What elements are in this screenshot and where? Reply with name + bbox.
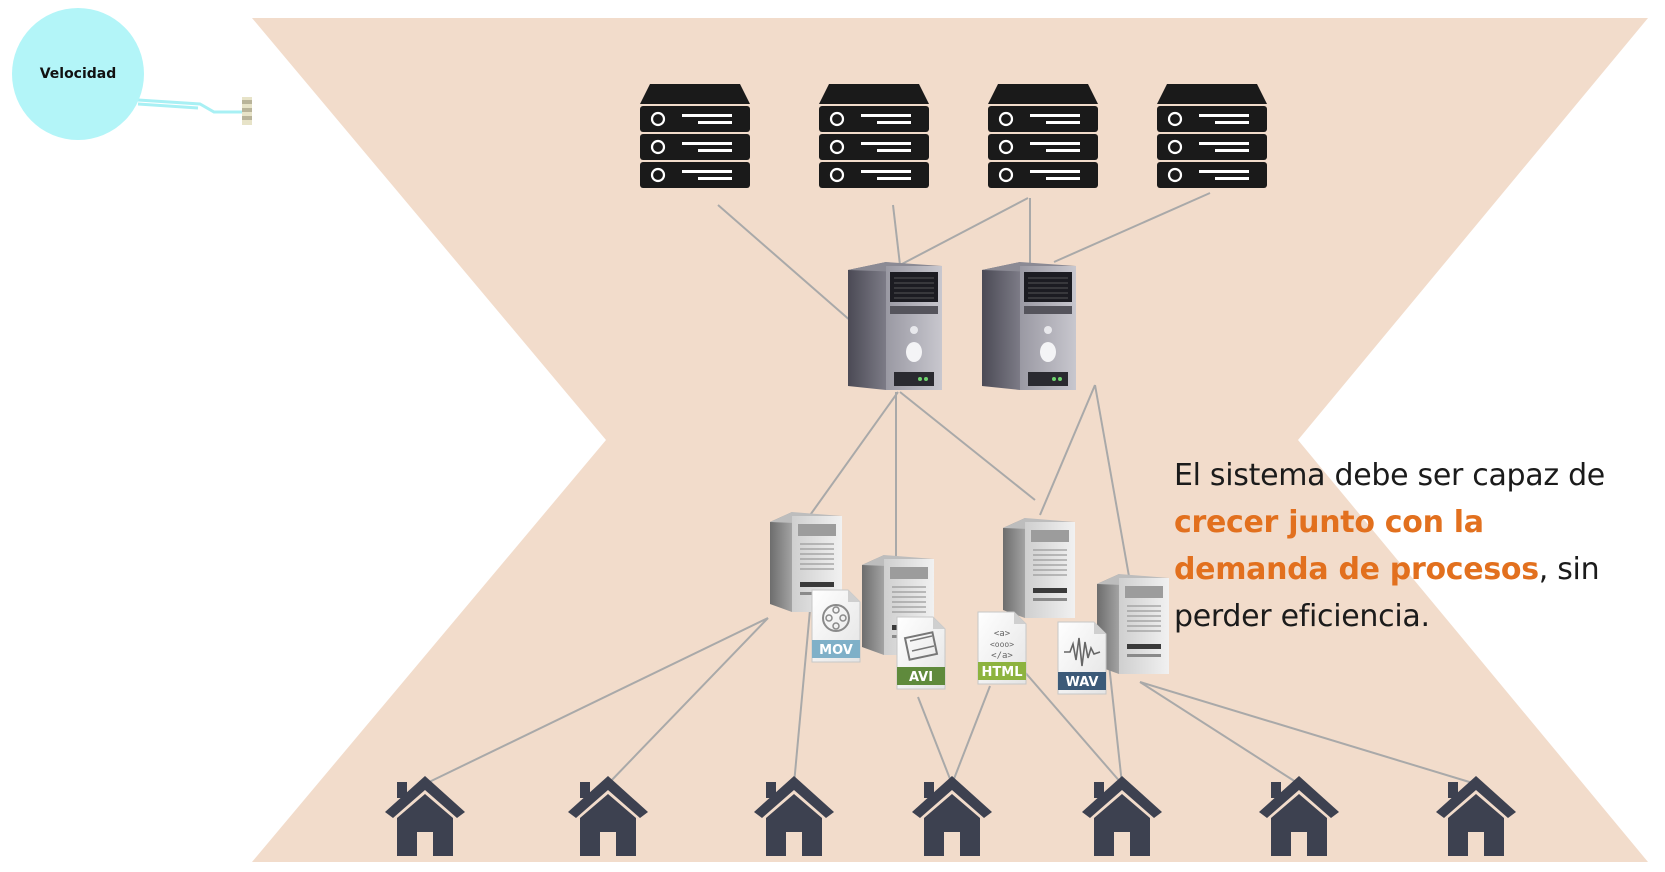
film-reel-icon: [822, 604, 850, 632]
bubble-label: Velocidad: [39, 66, 117, 82]
house-icon: [568, 776, 648, 856]
file-type-label: MOV: [819, 643, 853, 658]
node-server-icon: [862, 555, 934, 655]
rack-server-icon: [988, 84, 1098, 188]
mov-file-icon: MOV: [811, 589, 861, 663]
rack-server-icon: [640, 84, 750, 188]
connector-plug-icon: [242, 97, 252, 125]
html-file-icon: <a><ooo> </a> HTML: [977, 611, 1027, 685]
tower-server-icon: [848, 262, 942, 390]
node-server-icon: [1003, 518, 1075, 618]
tower-server-icon: [982, 262, 1076, 390]
file-type-label: HTML: [982, 665, 1023, 680]
caption-part2: , sin perder eficiencia.: [1174, 552, 1600, 634]
code-icon: <a><ooo> </a>: [990, 629, 1014, 661]
velocidad-bubble: Velocidad: [12, 8, 144, 140]
caption-part1: El sistema debe ser capaz de: [1174, 458, 1605, 493]
house-icon: [1082, 776, 1162, 856]
caption-text: El sistema debe ser capaz de crecer junt…: [1174, 452, 1644, 640]
filmstrip-icon: [903, 631, 939, 661]
house-icon: [1259, 776, 1339, 856]
house-icon: [1436, 776, 1516, 856]
avi-file-icon: AVI: [896, 616, 946, 690]
rack-server-icon: [819, 84, 929, 188]
house-icon: [912, 776, 992, 856]
wav-file-icon: WAV: [1057, 621, 1107, 695]
bubble-connector: [137, 98, 242, 114]
house-icon: [754, 776, 834, 856]
tower-server-group: [848, 262, 1076, 390]
house-group: [385, 776, 1516, 856]
file-type-label: WAV: [1066, 675, 1099, 690]
connection-lines: [424, 192, 1477, 785]
svg-text:</a>: </a>: [991, 651, 1013, 661]
caption-highlight: crecer junto con la demanda de procesos: [1174, 505, 1539, 587]
rack-server-icon: [1157, 84, 1267, 188]
svg-text:<a>: <a>: [994, 629, 1011, 639]
node-server-icon: [1097, 574, 1169, 674]
svg-text:<ooo>: <ooo>: [990, 640, 1014, 649]
waveform-icon: [1064, 637, 1101, 667]
node-server-group: [770, 512, 1169, 674]
file-icon-group: MOV AVI <a><ooo> </a> HTML WAV: [811, 589, 1107, 695]
house-icon: [385, 776, 465, 856]
rack-server-group: [640, 84, 1267, 188]
file-type-label: AVI: [909, 670, 933, 685]
background-hourglass-shape: [252, 18, 1648, 862]
